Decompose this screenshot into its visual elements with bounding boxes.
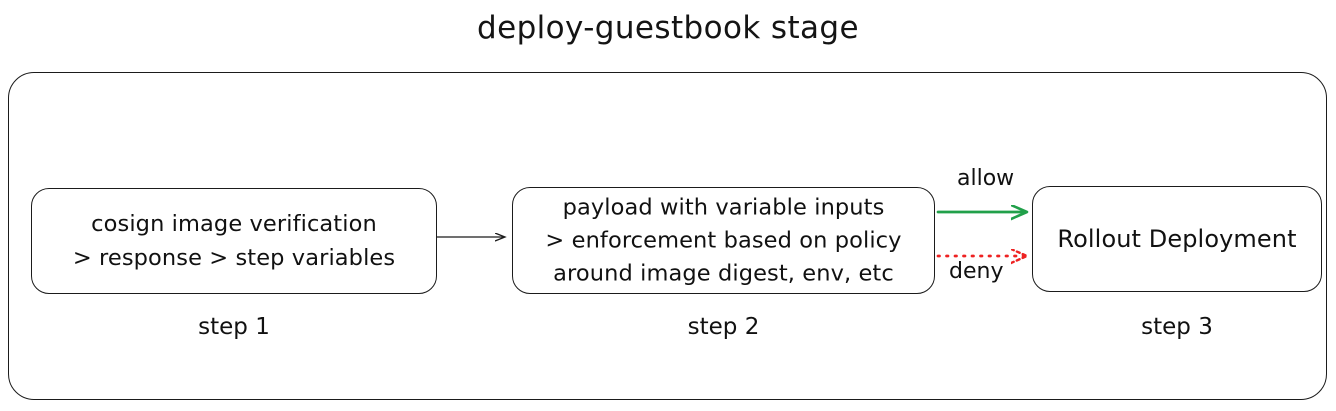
node-step-2-line-1: payload with variable inputs: [562, 194, 885, 220]
stage-container: [8, 72, 1327, 400]
node-step-1[interactable]: cosign image verification > response > s…: [31, 188, 437, 294]
diagram-title: deploy-guestbook stage: [477, 10, 859, 46]
step-1-caption: step 1: [198, 314, 270, 340]
node-step-2-line-2: > enforcement based on policy: [545, 227, 902, 253]
node-step-1-line-2: > response > step variables: [72, 245, 396, 271]
node-step-2-line-3: around image digest, env, etc: [553, 260, 894, 286]
step-2-caption: step 2: [687, 314, 760, 340]
node-step-3-line-1: Rollout Deployment: [1057, 225, 1297, 253]
node-step-2[interactable]: payload with variable inputs > enforceme…: [512, 187, 935, 294]
node-step-3-text: Rollout Deployment: [1057, 224, 1296, 254]
node-step-3[interactable]: Rollout Deployment: [1032, 186, 1322, 292]
node-step-2-text: payload with variable inputs > enforceme…: [545, 191, 901, 290]
step-3-caption: step 3: [1141, 314, 1213, 340]
edge-label-allow: allow: [957, 166, 1015, 191]
edge-label-deny: deny: [949, 259, 1004, 284]
node-step-1-text: cosign image verification > response > s…: [73, 207, 395, 275]
node-step-1-line-1: cosign image verification: [91, 211, 377, 237]
